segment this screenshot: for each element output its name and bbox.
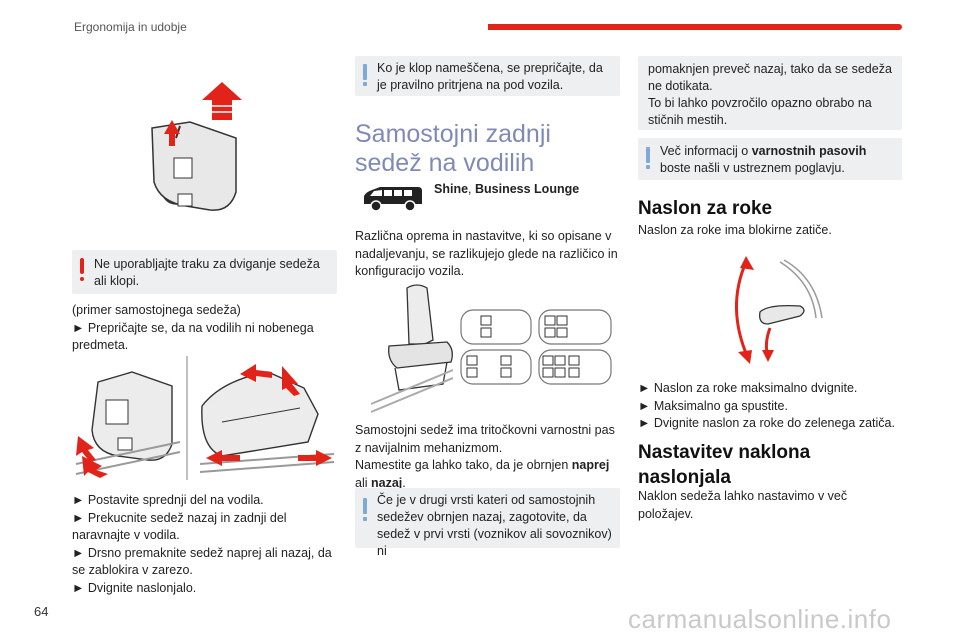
- body-paragraph: Naklon sedeža lahko nastavimo v več polo…: [638, 489, 848, 521]
- body-paragraph: Namestite ga lahko tako, da je obrnjen n…: [355, 457, 620, 492]
- body-paragraph: Samostojni sedež ima tritočkovni varnost…: [355, 423, 615, 455]
- bold-seatbelts: varnostnih pasovih: [751, 144, 867, 158]
- section-heading: Nastavitev naklona naslonjala: [638, 442, 811, 488]
- info-note: Več informacij o varnostnih pasovih bost…: [638, 138, 902, 180]
- info-text: Več informacij o varnostnih pasovih bost…: [660, 143, 894, 177]
- body-paragraph: Naslon za roke ima blokirne zatiče.: [638, 223, 832, 237]
- header-accent-bar: [488, 24, 902, 30]
- trim-levels: Shine, Business Lounge: [434, 181, 579, 199]
- warning-note: Ne uporabljajte traku za dviganje sedeža…: [72, 250, 337, 294]
- text-run: Več informacij o: [660, 144, 752, 158]
- info-note: Ko je klop nameščena, se prepričajte, da…: [355, 56, 620, 96]
- text-run: .: [402, 475, 406, 490]
- armrest-illustration: [724, 248, 824, 370]
- trim-separator: ,: [468, 182, 475, 196]
- warning-text: Ne uporabljajte traku za dviganje sedeža…: [94, 257, 320, 288]
- info-text: Ko je klop nameščena, se prepričajte, da…: [377, 61, 603, 92]
- running-header: Ergonomija in udobje: [74, 20, 187, 34]
- info-note: Če je v drugi vrsti kateri od samostojni…: [355, 488, 620, 558]
- watermark: carmanualsonline.info: [628, 604, 892, 634]
- step-text: ► Postavite sprednji del na vodila.: [72, 493, 264, 507]
- step-text: ► Dvignite naslon za roke do zelenega za…: [638, 416, 895, 430]
- step-text: ► Dvignite naslonjalo.: [72, 580, 197, 595]
- text-run: Namestite ga lahko tako, da je obrnjen: [355, 458, 572, 472]
- seat-configuration-illustration: [355, 280, 620, 418]
- body-paragraph: Različna oprema in nastavitve, ki so opi…: [355, 229, 618, 278]
- seat-lift-illustration: [130, 72, 260, 222]
- trim-business-lounge: Business Lounge: [475, 182, 580, 196]
- section-heading: Naslon za roke: [638, 198, 773, 219]
- info-text: Če je v drugi vrsti kateri od samostojni…: [377, 493, 612, 558]
- example-caption: (primer samostojnega sedeža): [72, 303, 241, 317]
- seat-on-rails-illustration: [72, 352, 337, 484]
- step-text: ► Maksimalno ga spustite.: [638, 398, 788, 413]
- step-text: ► Drsno premaknite sedež naprej ali naza…: [72, 545, 332, 578]
- trim-shine: Shine: [434, 182, 469, 196]
- step-text: ► Prepričajte se, da na vodilih ni noben…: [72, 320, 314, 353]
- section-heading: Samostojni zadnji sedež na vodilih: [355, 120, 551, 177]
- step-text: ► Prekucnite sedež nazaj in zadnji del n…: [72, 510, 287, 543]
- step-text: ► Naslon za roke maksimalno dvignite.: [638, 381, 858, 395]
- info-text: pomaknjen preveč nazaj, tako da se sedež…: [648, 62, 892, 127]
- text-run: boste našli v ustreznem poglavju.: [660, 161, 845, 175]
- page-number: 64: [34, 604, 49, 619]
- text-run: ali: [355, 475, 371, 490]
- van-icon: [360, 184, 426, 214]
- info-note-continued: pomaknjen preveč nazaj, tako da se sedež…: [638, 56, 902, 130]
- bold-forward: naprej: [571, 458, 610, 472]
- bold-backward: nazaj: [370, 475, 403, 490]
